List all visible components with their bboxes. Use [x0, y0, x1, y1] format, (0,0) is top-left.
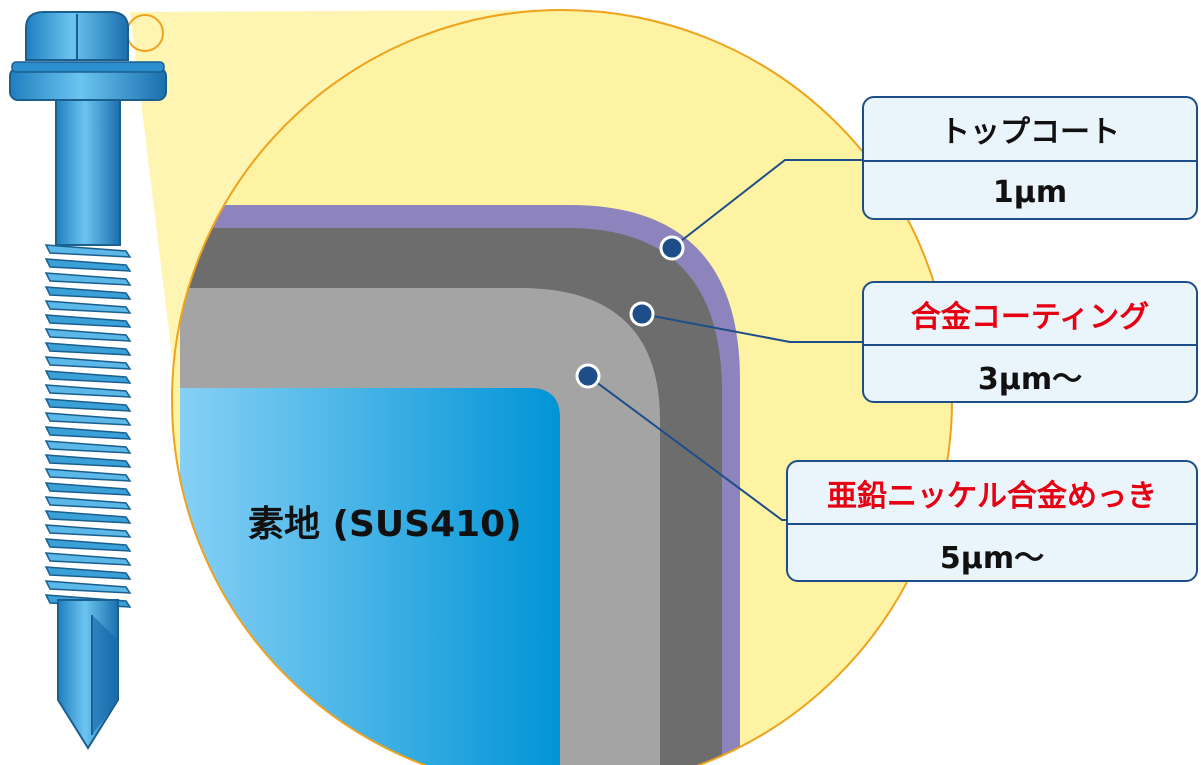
callout-topcoat: トップコート 1μm	[862, 96, 1198, 220]
screw-thread	[44, 496, 132, 510]
screw-thread	[44, 286, 132, 300]
screw-thread	[44, 580, 132, 594]
callout-zinc-nickel: 亜鉛ニッケル合金めっき 5μm〜	[786, 460, 1198, 582]
screw-thread	[44, 440, 132, 454]
screw-thread	[44, 370, 132, 384]
screw-thread	[44, 300, 132, 314]
leader-topcoat	[671, 159, 862, 249]
callout-zinc-nickel-name: 亜鉛ニッケル合金めっき	[788, 462, 1196, 525]
self-drilling-hex-screw-icon	[9, 11, 167, 750]
screw-thread	[44, 384, 132, 398]
callout-topcoat-name: トップコート	[864, 98, 1196, 162]
screw-thread	[44, 314, 132, 328]
marker-topcoat	[659, 235, 685, 261]
callout-alloy-coating-name: 合金コーティング	[864, 283, 1196, 346]
leader-alloy-coating	[641, 313, 862, 343]
screw-thread	[44, 454, 132, 468]
callout-alloy-coating: 合金コーティング 3μm〜	[862, 281, 1198, 403]
leader-zinc-nickel	[587, 375, 786, 521]
screw-thread	[44, 258, 132, 272]
screw-thread	[44, 244, 132, 258]
screw-thread	[44, 538, 132, 552]
callout-zinc-nickel-thickness: 5μm〜	[939, 540, 1045, 576]
marker-alloy-coating	[629, 301, 655, 327]
screw-thread	[44, 328, 132, 342]
screw-thread	[44, 412, 132, 426]
screw-thread	[44, 272, 132, 286]
base-metal-sus410	[180, 388, 560, 765]
callout-alloy-coating-thickness: 3μm〜	[977, 361, 1083, 397]
callout-topcoat-thickness: 1μm	[992, 174, 1068, 210]
base-material-label: 素地 (SUS410)	[248, 504, 522, 545]
screw-thread	[44, 566, 132, 580]
screw-thread	[44, 398, 132, 412]
screw-thread	[44, 552, 132, 566]
marker-zinc-nickel	[575, 363, 601, 389]
screw-thread	[44, 510, 132, 524]
screw-thread	[44, 524, 132, 538]
screw-thread	[44, 468, 132, 482]
screw-thread	[44, 426, 132, 440]
screw-thread	[44, 356, 132, 370]
screw-thread	[44, 482, 132, 496]
screw-shank	[58, 245, 118, 605]
screw-thread	[44, 342, 132, 356]
